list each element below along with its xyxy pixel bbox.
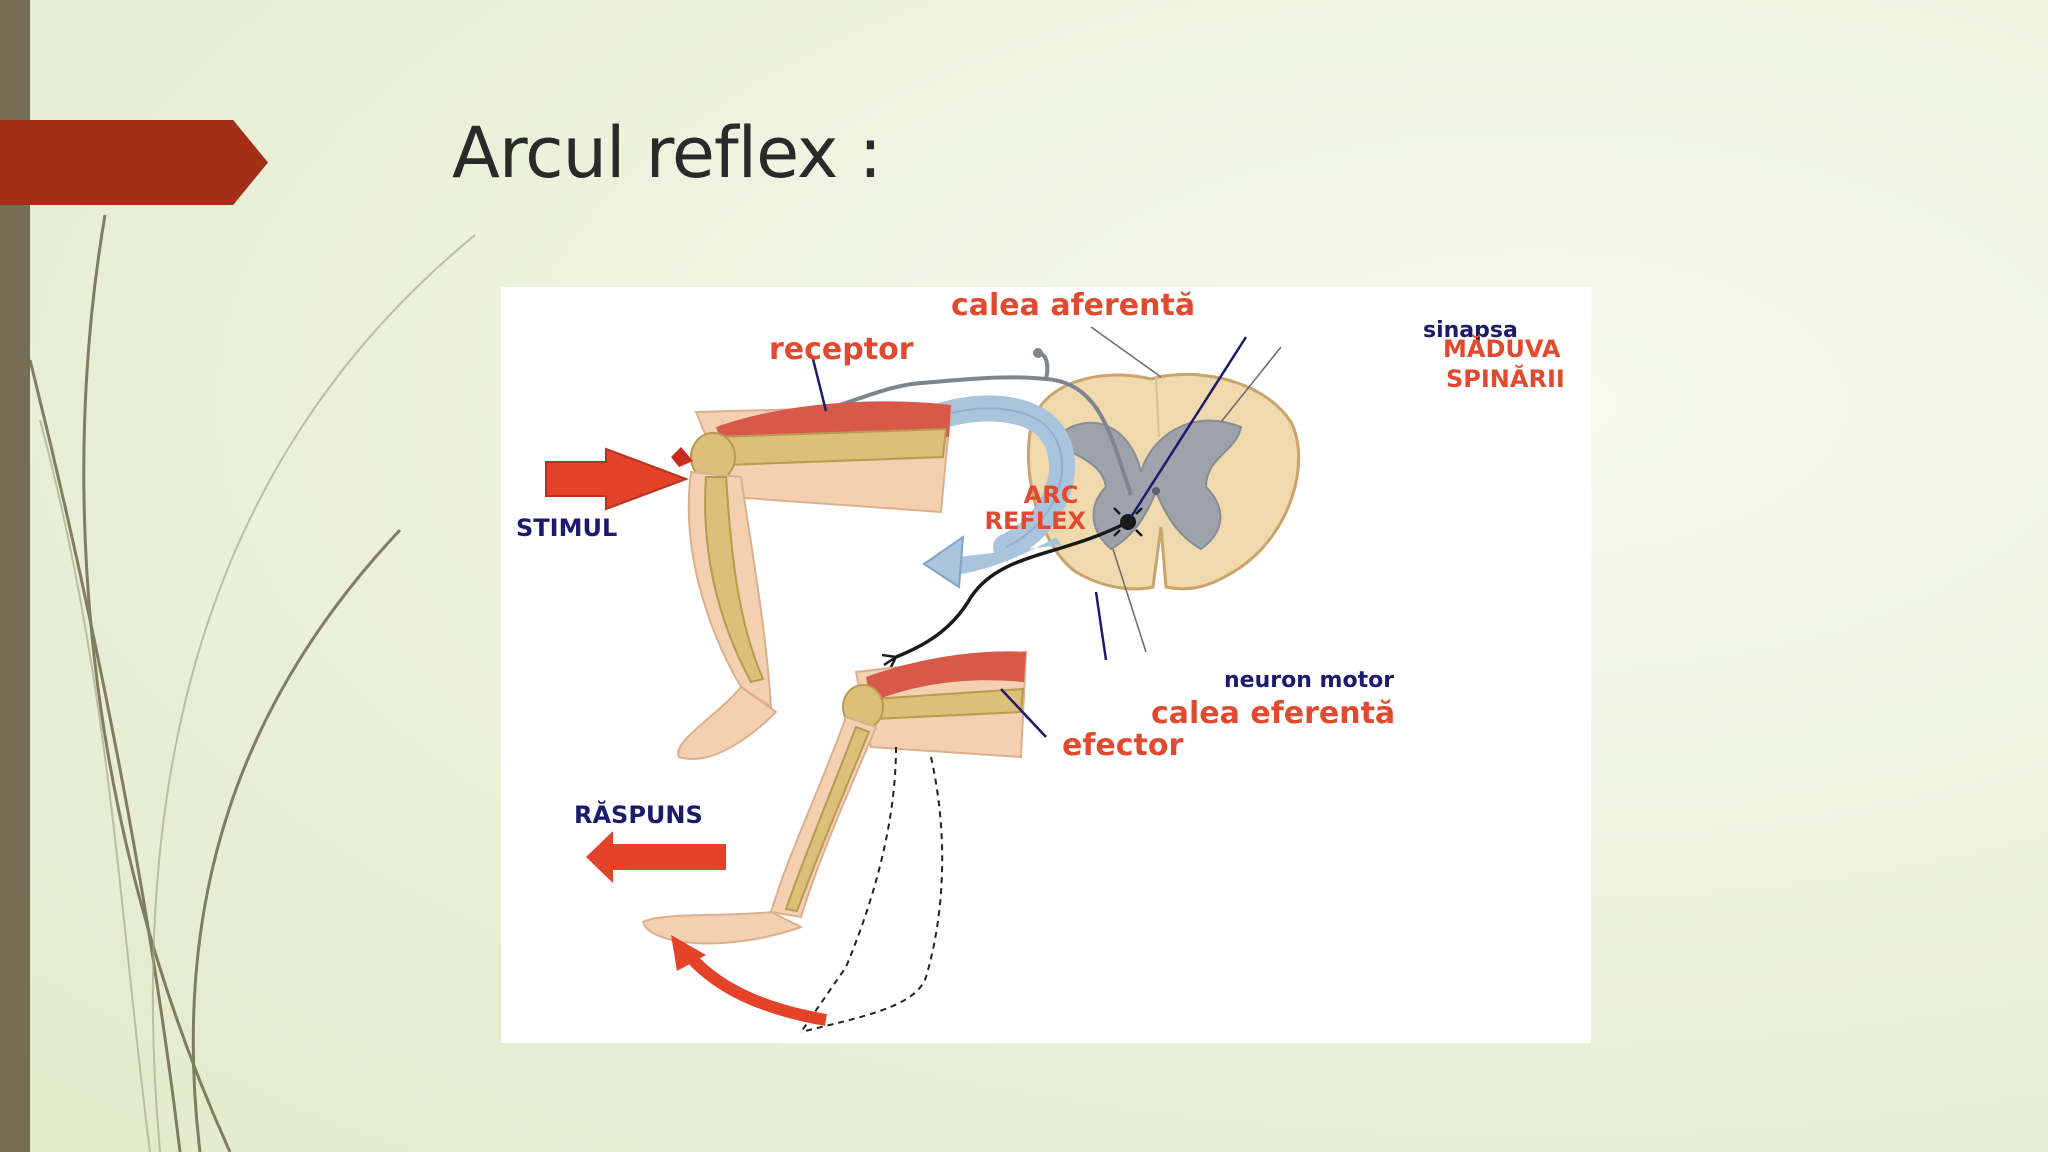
efferent-path-label: calea eferentă — [1151, 696, 1395, 731]
stimulus-arrow — [545, 447, 689, 511]
reflex-arc-diagram: calea aferentă receptor sinapsa MĂDUVA S… — [501, 287, 1591, 1043]
leader-lines — [1090, 326, 1282, 653]
response-arrow-main — [586, 831, 726, 883]
spinal-cord-label-1: MĂDUVA — [1443, 333, 1561, 363]
arc-reflex-label-2: REFLEX — [985, 507, 1087, 535]
stimulus-label: STIMUL — [516, 514, 617, 542]
response-label: RĂSPUNS — [574, 799, 703, 829]
effector-label: efector — [1062, 728, 1183, 763]
synapse-label: sinapsa — [1423, 318, 1518, 343]
title-chevron — [0, 120, 268, 205]
leg-response — [641, 650, 1028, 1033]
motor-neuron-cell — [1113, 507, 1143, 537]
navy-leader-lines — [811, 336, 1248, 738]
spinal-cord-label-2: SPINĂRII — [1446, 363, 1565, 393]
receptor-label: receptor — [769, 332, 914, 367]
slide-title: Arcul reflex : — [452, 112, 882, 194]
leg-stimulus — [671, 401, 953, 760]
motor-neuron-label: neuron motor — [1224, 668, 1394, 693]
afferent-path-label: calea aferentă — [951, 288, 1195, 323]
arc-reflex-label-1: ARC — [1024, 481, 1079, 509]
decorative-swooshes — [28, 214, 476, 1152]
swing-arrow — [671, 935, 828, 1026]
